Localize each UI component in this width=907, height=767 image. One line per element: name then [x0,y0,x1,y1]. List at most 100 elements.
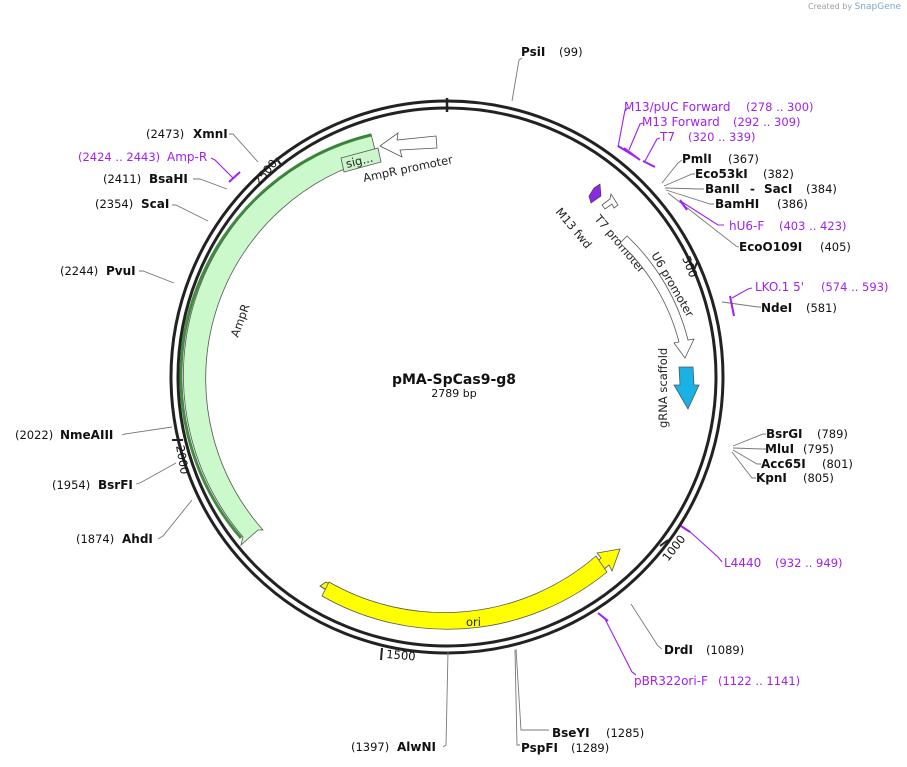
feature-ampr-arrow[interactable] [183,133,378,547]
enzyme-ndei-pos: (581) [806,301,837,315]
leader-ndei [721,301,761,308]
leader-xmni [229,133,259,163]
enzyme-bamhi-pos: (386) [777,197,808,211]
leader-bsrfi [135,462,177,485]
primer-pbr322-range: (1122 .. 1141) [718,674,800,688]
ruler-label-1500: 1500 [386,647,416,663]
leader-acc65i [732,449,761,465]
primer-labels: M13/pUC Forward (278 .. 300) M13 Forward… [78,100,889,688]
feature-ori-body [321,555,608,630]
primer-ampr-name[interactable]: Amp-R [167,150,207,164]
enzyme-drdi-pos: (1089) [706,643,744,657]
enzyme-scai-pos: (2354) [95,197,133,211]
feature-ampr-highlight [179,133,372,539]
enzyme-bsahi-name[interactable]: BsaHI [149,172,188,186]
enzyme-mlui-name[interactable]: MluI [765,442,794,456]
primer-hu6-name[interactable]: hU6-F [729,219,764,233]
enzyme-ndei-name[interactable]: NdeI [761,301,792,315]
ruler-tick-1500 [380,647,383,661]
leader-m13 [628,122,644,151]
feature-grna-arrow[interactable] [673,366,700,410]
primer-mark-m13 [623,147,641,161]
enzyme-saci-name[interactable]: SacI [764,182,792,196]
primer-ampr-range: (2424 .. 2443) [78,150,160,164]
enzyme-xmni-pos: (2473) [146,127,184,141]
primer-t7-name[interactable]: T7 [659,130,675,144]
leader-hu6 [681,201,724,226]
enzyme-nmeaiii-pos: (2022) [15,428,53,442]
snapgene-logo: SnapGene [854,2,901,12]
leader-l4440 [687,529,723,563]
enzyme-alwni-pos: (1397) [351,740,389,754]
primer-pbr322-name[interactable]: pBR322ori-F [634,674,708,688]
leader-bsahi [193,178,228,190]
leader-t7 [644,137,661,162]
enzyme-ahdi-name[interactable]: AhdI [122,532,153,546]
ruler-tick-1000 [659,539,669,547]
leader-eco53ki [663,173,695,187]
enzyme-psii-name[interactable]: PsiI [521,45,545,59]
feature-sig-label: sig... [344,151,374,171]
enzyme-pmli-pos: (367) [728,152,759,166]
feature-u6-arrow[interactable] [619,235,695,359]
enzyme-alwni-name[interactable]: AlwNI [397,740,436,754]
primer-l4440-range: (932 .. 949) [775,556,843,570]
enzyme-labels: PsiI (99) PmlI (367) Eco53kI (382) BanII… [15,45,853,755]
enzyme-banii-name[interactable]: BanII [705,182,740,196]
feature-ampr-promoter-arrow[interactable] [379,132,438,158]
enzyme-bsrgi-name[interactable]: BsrGI [766,427,803,441]
leader-banii [664,187,704,190]
enzyme-acc65i-pos: (801) [822,457,853,471]
leader-pbr322 [603,616,637,676]
primer-m13puc-range: (278 .. 300) [746,100,814,114]
enzyme-banii-separator: - [750,182,755,196]
primer-mark-ampr [228,171,241,183]
leader-ampr [210,157,234,179]
primer-m13-name[interactable]: M13 Forward [642,115,720,129]
primer-leaders [210,107,753,676]
feature-ampr-label: AmpR [228,302,253,339]
enzyme-bsrfi-pos: (1954) [52,478,90,492]
enzyme-bseyi-pos: (1285) [606,726,644,740]
enzyme-kpni-name[interactable]: KpnI [756,471,787,485]
feature-t7-arrow[interactable] [601,192,619,210]
plasmid-size: 2789 bp [431,387,476,400]
enzyme-drdi-name[interactable]: DrdI [664,643,693,657]
leader-pspfi [514,649,520,746]
enzyme-bseyi-name[interactable]: BseYI [552,726,590,740]
primer-l4440-name[interactable]: L4440 [724,556,761,570]
primer-lko-name[interactable]: LKO.1 5' [755,280,804,294]
ruler-label-2000: 2000 [173,444,192,475]
enzyme-pspfi-name[interactable]: PspFI [521,741,558,755]
leader-psii [511,57,523,102]
leader-eco0109i [667,192,740,248]
leader-mlui [732,447,766,450]
ruler-tick-500 [693,259,699,271]
enzyme-ahdi-pos: (1874) [76,532,114,546]
enzyme-eco53ki-name[interactable]: Eco53kI [695,167,748,181]
leader-drdi [630,603,663,650]
enzyme-bamhi-name[interactable]: BamHI [715,197,759,211]
leader-scai [172,204,209,222]
leader-bamhi [665,189,714,205]
enzyme-kpni-pos: (805) [803,471,834,485]
ruler-tick-2500 [275,157,283,167]
enzyme-bsrfi-name[interactable]: BsrFI [98,478,133,492]
feature-t7-label: T7 promoter [591,211,648,276]
enzyme-eco0109i-name[interactable]: EcoO109I [739,240,802,254]
feature-m13fwd-arrow[interactable] [588,183,602,204]
watermark-prefix: Created by [808,2,853,11]
primer-mark-pbr322 [597,612,609,622]
leader-alwni [442,651,449,748]
enzyme-scai-name[interactable]: ScaI [141,197,169,211]
enzyme-pmli-name[interactable]: PmlI [682,152,712,166]
enzyme-leaders [121,57,766,748]
enzyme-nmeaiii-name[interactable]: NmeAIII [60,428,113,442]
enzyme-acc65i-name[interactable]: Acc65I [761,457,806,471]
feature-m13fwd-label: M13 fwd [553,205,595,251]
enzyme-xmni-name[interactable]: XmnI [193,127,228,141]
feature-sig-box[interactable] [340,147,382,173]
enzyme-pvui-name[interactable]: PvuI [106,264,136,278]
primer-m13puc-name[interactable]: M13/pUC Forward [624,100,731,114]
